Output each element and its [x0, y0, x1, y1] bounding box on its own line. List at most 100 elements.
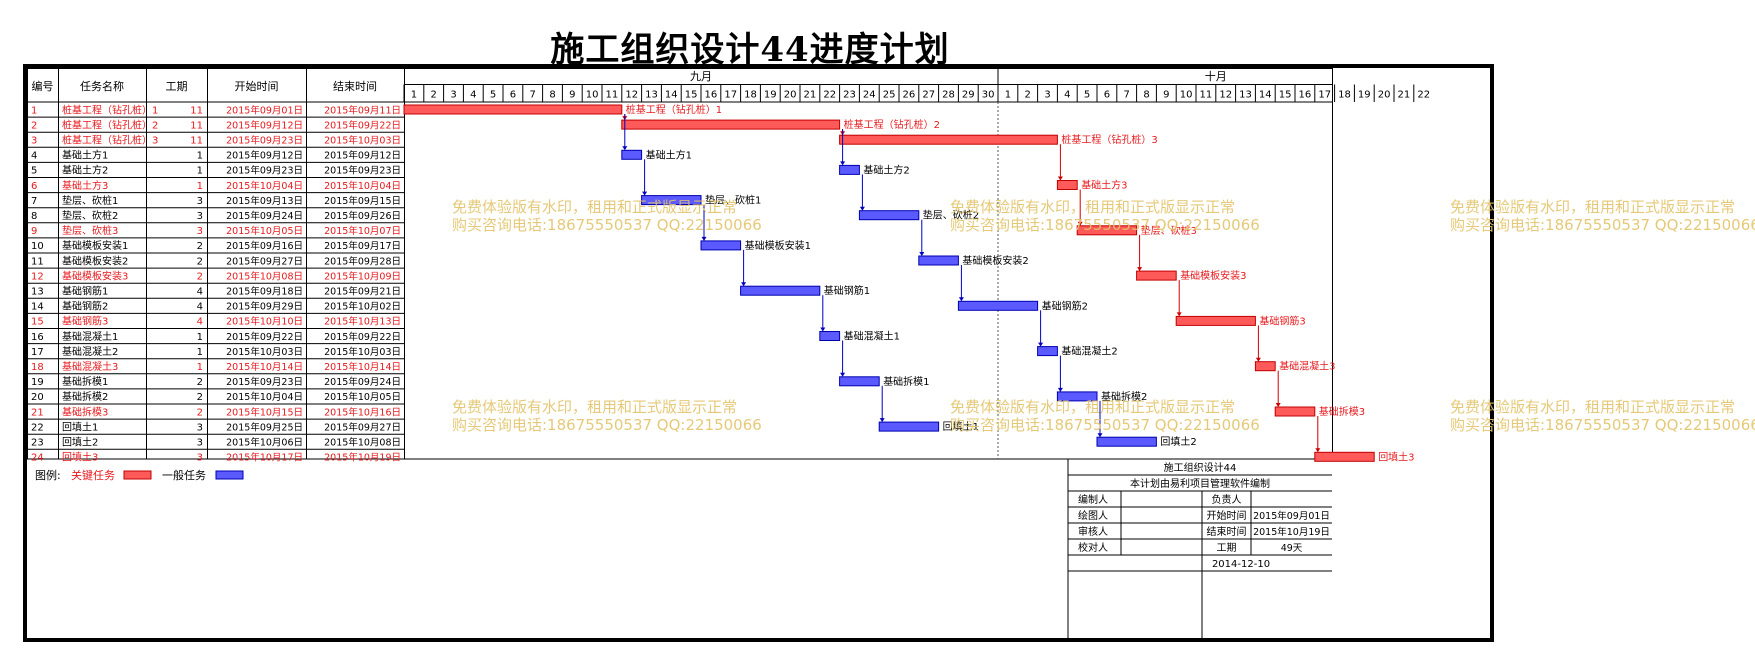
task-duration: 3 [197, 438, 203, 449]
task-name: 基础土方2 [62, 164, 108, 177]
bar-label: 回填土3 [1378, 450, 1414, 463]
bar-label: 基础土方3 [1081, 179, 1127, 192]
day-header: 8 [1143, 90, 1149, 101]
task-duration: 4 [197, 302, 203, 313]
watermark-line: 购买咨询电话:18675550537 QQ:22150066 [1450, 216, 1755, 234]
task-end: 2015年09月22日 [324, 331, 401, 343]
dependency-arrow [958, 297, 964, 302]
task-end: 2015年10月07日 [324, 225, 401, 237]
day-header: 11 [1200, 90, 1213, 101]
task-duration: 3 [197, 226, 203, 237]
task-bar [1274, 406, 1316, 417]
task-name: 桩基工程（钻孔桩）2 [62, 118, 158, 131]
task-name: 垫层、砍桩3 [62, 224, 118, 237]
task-start: 2015年10月03日 [226, 346, 303, 358]
task-end: 2015年09月23日 [324, 165, 401, 177]
bar-label: 基础钢筋2 [1042, 299, 1088, 312]
task-bar [641, 195, 702, 206]
day-header: 14 [1259, 90, 1272, 101]
task-bar [1056, 180, 1078, 190]
bar-label: 基础土方2 [863, 163, 909, 176]
dependency-arrow [701, 236, 707, 241]
task-duration: 3 [197, 196, 203, 207]
task-bar [1175, 315, 1256, 326]
task-bar [858, 210, 920, 221]
task-start: 2015年09月18日 [226, 286, 303, 298]
day-header: 4 [470, 90, 476, 101]
task-bar [878, 421, 940, 432]
day-header: 26 [903, 90, 916, 101]
watermark-line: 购买咨询电话:18675550537 QQ:22150066 [950, 416, 1260, 434]
info-key: 校对人 [1078, 541, 1108, 554]
task-end: 2015年09月28日 [324, 255, 401, 267]
column-header: 编号 [32, 79, 54, 93]
watermark: 免费体验版有水印，租用和正式版显示正常购买咨询电话:18675550537 QQ… [950, 198, 1260, 234]
task-duration: 2 [197, 377, 203, 388]
task-bar [839, 164, 860, 175]
info-key: 审核人 [1078, 525, 1108, 538]
day-header: 17 [1318, 90, 1331, 101]
task-start: 2015年09月12日 [226, 150, 303, 162]
task-bar [1136, 270, 1177, 281]
day-header: 9 [569, 90, 575, 101]
legend-label: 图例: [35, 468, 61, 482]
task-id: 21 [31, 407, 44, 418]
dependency-arrow [1057, 176, 1063, 181]
day-header: 1 [411, 90, 417, 101]
watermark-line: 购买咨询电话:18675550537 QQ:22150066 [950, 216, 1260, 234]
task-id: 4 [31, 151, 37, 162]
day-header: 19 [764, 90, 777, 101]
info-key: 开始时间 [1207, 509, 1247, 522]
dependency-arrow [1137, 267, 1143, 272]
bar-label: 基础模板安装3 [1180, 269, 1246, 282]
watermark-line: 免费体验版有水印，租用和正式版显示正常 [1450, 198, 1736, 216]
task-end: 2015年10月05日 [324, 391, 401, 403]
dependency-arrow [1077, 221, 1083, 226]
day-header: 25 [883, 90, 896, 101]
task-bar [918, 255, 959, 266]
info-subtitle: 本计划由易利项目管理软件编制 [1130, 477, 1270, 490]
task-id: 8 [31, 211, 37, 222]
task-start: 2015年09月27日 [226, 255, 303, 267]
task-end: 2015年10月14日 [324, 361, 401, 373]
watermark-line: 购买咨询电话:18675550537 QQ:22150066 [452, 416, 762, 434]
task-name: 基础模板安装1 [62, 239, 128, 252]
info-key: 负责人 [1212, 493, 1242, 506]
day-header: 18 [1338, 90, 1351, 101]
day-header: 13 [1239, 90, 1252, 101]
task-bar [957, 300, 1039, 311]
bar-label: 垫层、砍桩3 [1141, 224, 1197, 237]
column-header: 结束时间 [333, 80, 377, 93]
task-name: 桩基工程（钻孔桩）1 [62, 103, 158, 116]
task-bar [1037, 346, 1058, 357]
task-start: 2015年09月22日 [226, 331, 303, 343]
bar-label: 基础拆模2 [1101, 390, 1147, 403]
task-start: 2015年09月01日 [226, 104, 303, 116]
day-header: 2 [1025, 90, 1031, 101]
info-title: 施工组织设计44 [1164, 461, 1237, 474]
day-header: 12 [625, 90, 638, 101]
day-header: 9 [1163, 90, 1169, 101]
task-bar [1314, 451, 1375, 462]
day-header: 15 [1279, 90, 1292, 101]
task-duration: 1 [197, 166, 203, 177]
dependency-arrow [1038, 342, 1044, 347]
day-header: 3 [1044, 90, 1050, 101]
day-header: 4 [1064, 90, 1070, 101]
bar-label: 垫层、砍桩1 [705, 194, 761, 207]
task-duration: 3 [197, 422, 203, 433]
task-name: 基础混凝土1 [62, 330, 118, 343]
day-header: 6 [510, 90, 516, 101]
day-header: 7 [1124, 90, 1130, 101]
info-date: 2014-12-10 [1212, 559, 1270, 570]
task-duration: 2 [197, 392, 203, 403]
bar-label: 桩基工程（钻孔桩）2 [844, 118, 940, 131]
task-name: 垫层、砍桩2 [62, 209, 118, 222]
day-header: 21 [1398, 90, 1411, 101]
task-name: 回填土3 [62, 451, 98, 464]
task-start: 2015年10月10日 [226, 316, 303, 328]
task-id: 15 [31, 317, 44, 328]
task-end: 2015年09月21日 [324, 286, 401, 298]
day-header: 10 [1180, 90, 1193, 101]
